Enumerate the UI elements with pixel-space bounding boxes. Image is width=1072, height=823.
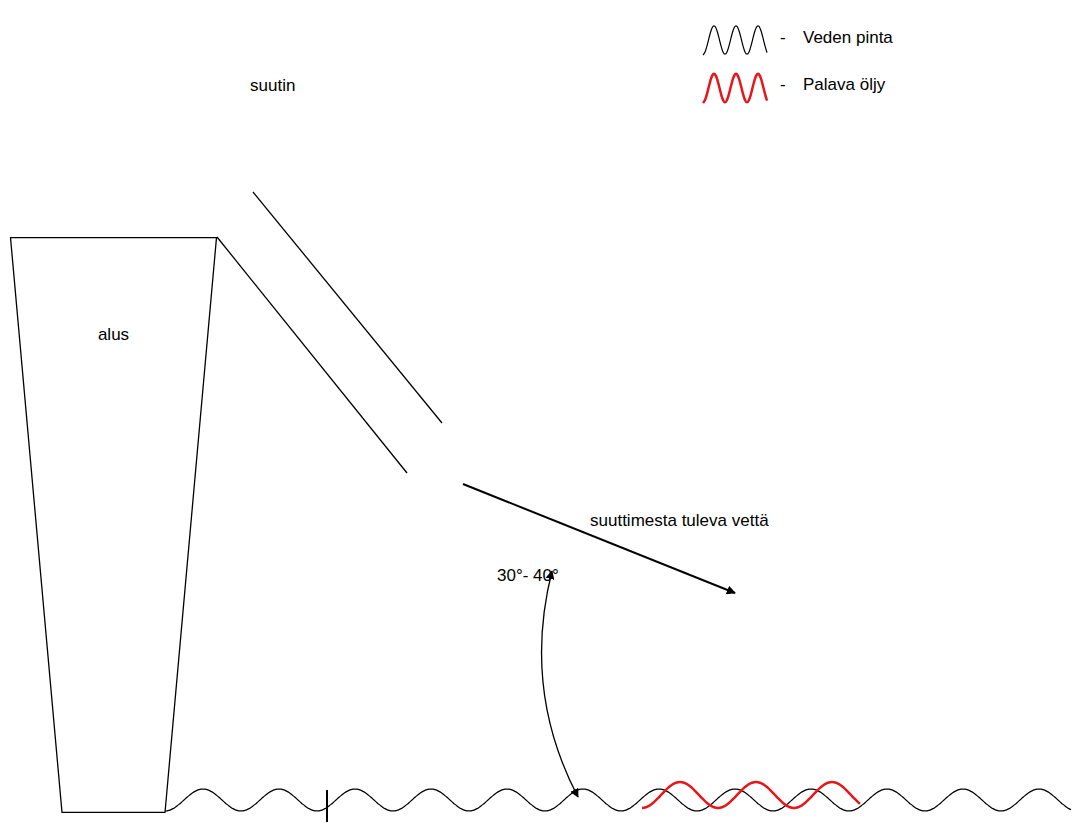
jet-label: suuttimesta tuleva vettä: [590, 511, 769, 531]
vessel-outline: [10, 237, 217, 813]
legend-text: Veden pinta: [803, 28, 893, 48]
burning-oil: [642, 782, 860, 808]
tick-mark: [326, 790, 328, 822]
legend-sample: [703, 74, 767, 103]
nozzle-label: suutin: [250, 76, 295, 96]
water-surface: [165, 789, 1071, 811]
vessel-label: alus: [98, 325, 129, 345]
angle-label: 30°- 40°: [497, 566, 559, 586]
legend-sample: [703, 26, 767, 55]
nozzle-wall: [253, 192, 442, 423]
angle-arc: [542, 571, 578, 797]
legend-dash: -: [780, 28, 786, 48]
water-jet-arrow: [463, 484, 735, 593]
legend-dash: -: [780, 75, 786, 95]
nozzle-wall: [217, 237, 407, 473]
legend-text: Palava öljy: [803, 75, 885, 95]
vessel-shape: alus: [10, 237, 217, 813]
